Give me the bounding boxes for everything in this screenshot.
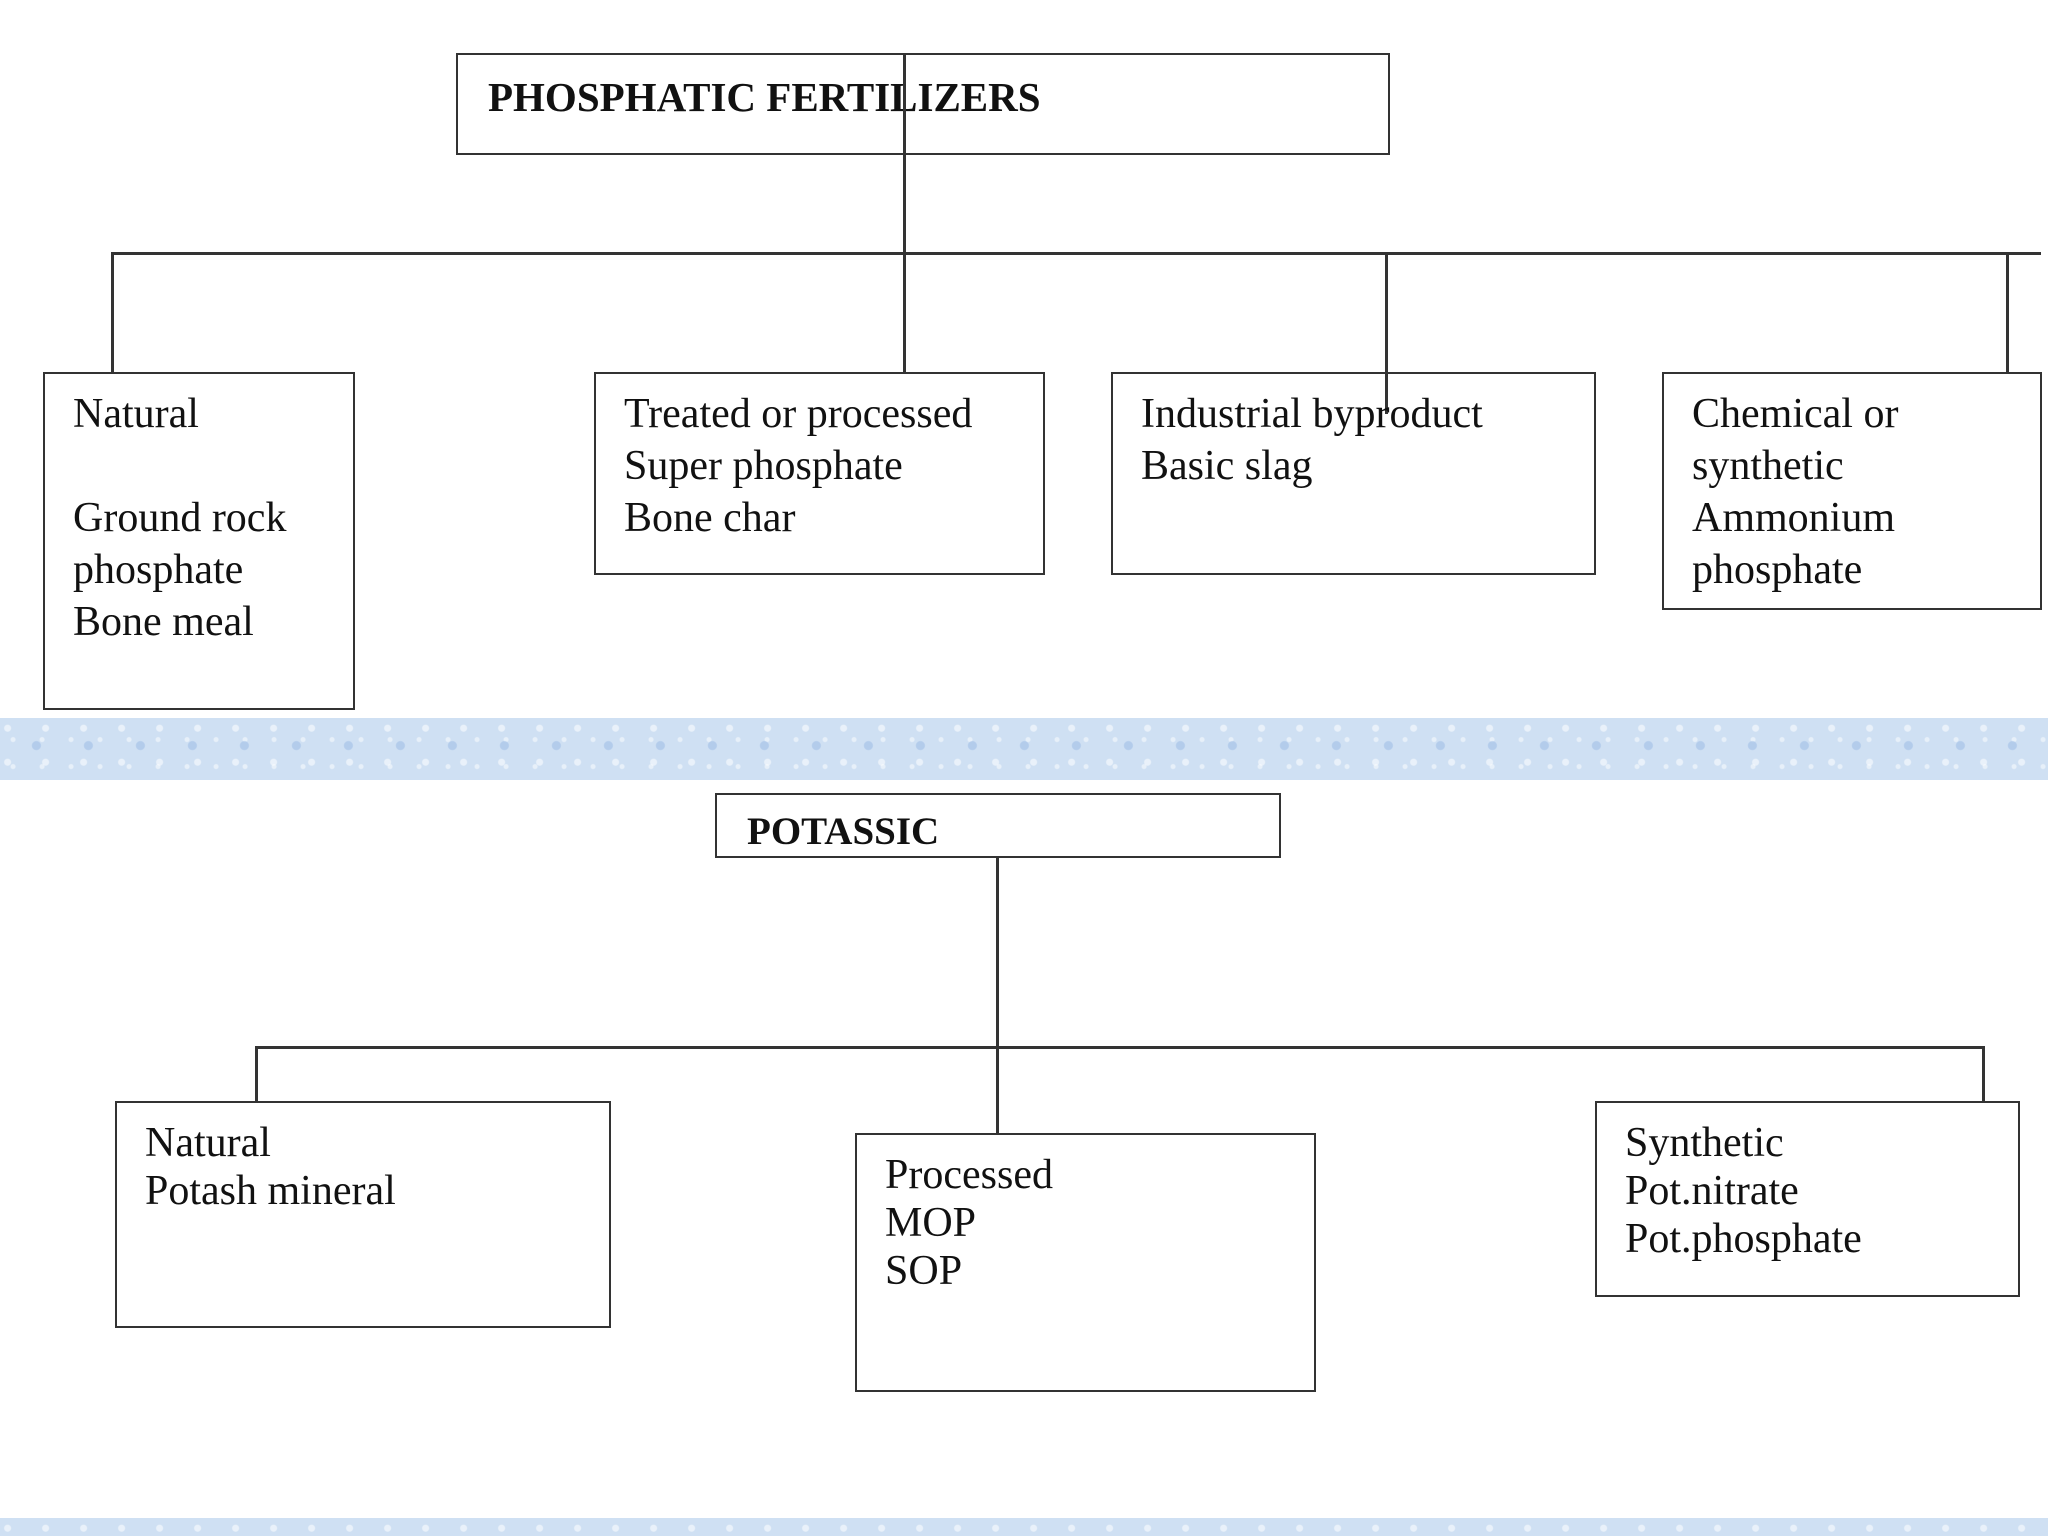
category-heading: Natural xyxy=(145,1120,271,1166)
category-item: Pot.nitrate xyxy=(1625,1168,1799,1214)
potassic-diagram: POTASSIC Natural Potash mineral Processe… xyxy=(0,780,2048,1518)
phosphatic-title-box: PHOSPHATIC FERTILIZERS xyxy=(456,53,1390,155)
potassic-category-natural: Natural Potash mineral xyxy=(115,1101,611,1328)
category-item: Super phosphate xyxy=(624,443,903,489)
potassic-trunk-line xyxy=(996,856,999,1062)
category-heading: Industrial byproduct xyxy=(1141,391,1483,437)
potassic-category-processed: Processed MOP SOP xyxy=(855,1133,1316,1392)
category-heading: Processed xyxy=(885,1152,1053,1198)
phosphatic-drop-1 xyxy=(111,252,114,374)
potassic-title: POTASSIC xyxy=(747,810,940,853)
phosphatic-diagram: PHOSPHATIC FERTILIZERS Natural Ground ro… xyxy=(0,0,2048,720)
phosphatic-category-industrial: Industrial byproduct Basic slag xyxy=(1111,372,1596,575)
category-item: Bone meal xyxy=(73,599,254,645)
bottom-band xyxy=(0,1518,2048,1536)
category-item: Bone char xyxy=(624,495,796,541)
phosphatic-category-synthetic: Chemical or synthetic Ammonium phosphate xyxy=(1662,372,2042,610)
category-item: phosphate xyxy=(1692,547,1863,593)
phosphatic-category-processed: Treated or processed Super phosphate Bon… xyxy=(594,372,1045,575)
phosphatic-drop-2 xyxy=(903,252,906,374)
phosphatic-title: PHOSPHATIC FERTILIZERS xyxy=(488,74,1041,120)
slide-separator-band xyxy=(0,718,2048,780)
phosphatic-category-natural: Natural Ground rock phosphate Bone meal xyxy=(43,372,355,710)
phosphatic-branch-bar xyxy=(111,252,2041,255)
phosphatic-drop-4 xyxy=(2006,252,2009,374)
category-heading: Treated or processed xyxy=(624,391,973,437)
category-item: Ground rock xyxy=(73,495,287,541)
category-heading: Chemical or xyxy=(1692,391,1899,437)
category-heading: Synthetic xyxy=(1625,1120,1784,1166)
category-item: phosphate xyxy=(73,547,244,593)
potassic-title-box: POTASSIC xyxy=(715,793,1281,858)
potassic-branch-bar xyxy=(255,1046,1985,1049)
category-item: Basic slag xyxy=(1141,443,1313,489)
potassic-drop-2 xyxy=(996,1046,999,1134)
phosphatic-drop-3 xyxy=(1385,252,1388,414)
category-item: Ammonium xyxy=(1692,495,1896,541)
potassic-category-synthetic: Synthetic Pot.nitrate Pot.phosphate xyxy=(1595,1101,2020,1297)
category-item: SOP xyxy=(885,1248,963,1294)
category-heading: Natural xyxy=(73,391,199,437)
category-heading: synthetic xyxy=(1692,443,1844,489)
category-item: MOP xyxy=(885,1200,977,1246)
potassic-drop-1 xyxy=(255,1046,258,1102)
potassic-drop-3 xyxy=(1982,1046,1985,1102)
phosphatic-trunk-line xyxy=(903,53,906,255)
spacer xyxy=(73,440,325,492)
category-item: Potash mineral xyxy=(145,1168,396,1214)
category-item: Pot.phosphate xyxy=(1625,1216,1862,1262)
